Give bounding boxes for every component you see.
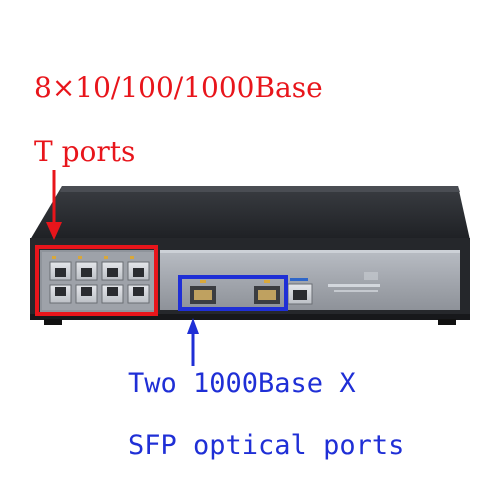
rj45-highlight-box [35,245,158,316]
red-arrow-icon [46,170,62,240]
sfp-caption-line2: SFP optical ports [128,430,405,461]
blue-arrow-icon [187,318,199,366]
sfp-highlight-box [178,275,288,311]
console-port [287,278,313,305]
rj45-ports [49,261,150,304]
sfp-port-block [190,280,280,304]
sfp-caption-line1: Two 1000Base X [128,368,356,399]
switch-chassis-top [30,186,470,240]
rj45-led-row [52,256,134,259]
rj45-caption-line2: T ports [34,135,136,168]
panel-logo-marking [328,272,380,292]
rj45-port-block [40,250,158,312]
rj45-caption-line1: 8×10/100/1000Base [34,71,323,104]
